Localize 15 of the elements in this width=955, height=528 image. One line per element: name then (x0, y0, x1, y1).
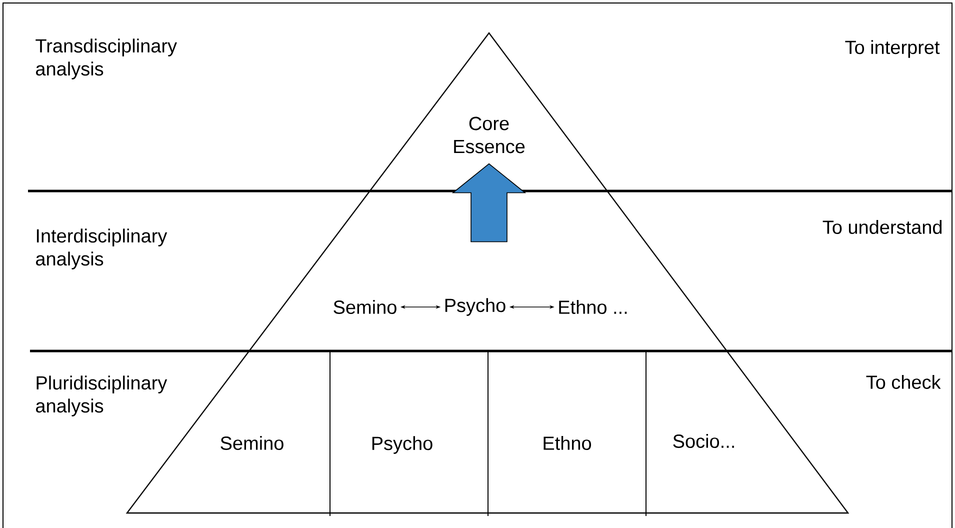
discipline-label: Psycho (445, 298, 506, 316)
core-essence-label: Core Essence (454, 116, 525, 154)
section-label: Ethno (544, 436, 592, 450)
section-label: Semino (220, 436, 284, 450)
section-label: Psycho (372, 436, 432, 454)
level-label: Pluridisciplinary analysis (36, 376, 168, 416)
block-arrow (452, 163, 526, 242)
level-label: Transdisciplinary analysis (36, 38, 177, 80)
discipline-label: Semino (334, 300, 396, 314)
section-label: Socio... (673, 434, 734, 448)
action-label: To understand (822, 220, 942, 234)
discipline-label: Ethno ... (559, 300, 627, 314)
action-label: To interpret (845, 40, 940, 58)
action-label: To check (866, 375, 941, 389)
level-label: Interdisciplinary analysis (36, 228, 168, 270)
